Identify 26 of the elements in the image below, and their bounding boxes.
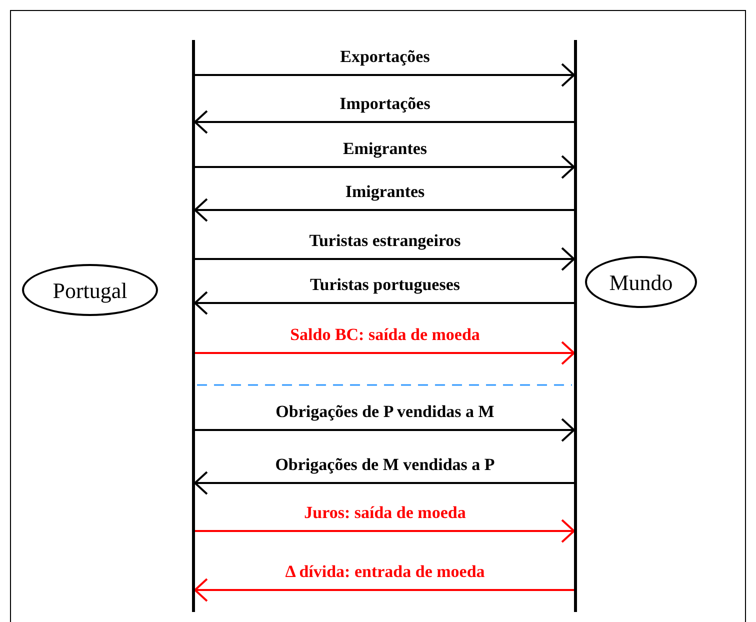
arrow <box>195 247 575 271</box>
arrow <box>194 578 574 602</box>
edge-label: Saldo BC: saída de moeda <box>290 324 480 346</box>
arrow <box>194 198 574 222</box>
edge-label: Emigrantes <box>342 138 428 160</box>
vertical-line <box>192 40 195 612</box>
edge-label: Obrigações de P vendidas a M <box>276 401 494 423</box>
arrow <box>195 63 575 87</box>
arrow <box>195 155 575 179</box>
edge-label: Exportações <box>340 46 430 68</box>
arrow <box>195 341 575 365</box>
arrow <box>195 519 575 543</box>
vertical-line <box>574 40 577 612</box>
edge-label: Importações <box>340 93 430 115</box>
arrow <box>194 471 574 495</box>
node-label: Portugal <box>52 276 128 305</box>
edge-label: Imigrantes <box>345 181 425 203</box>
node-label: Mundo <box>609 268 673 296</box>
edge-label: Obrigações de M vendidas a P <box>275 454 495 476</box>
arrow <box>195 418 575 442</box>
edge-label: Δ dívida: entrada de moeda <box>285 561 485 583</box>
edge-label: Turistas estrangeiros <box>309 230 461 252</box>
edge-label: Juros: saída de moeda <box>304 502 466 524</box>
arrow <box>194 291 574 315</box>
edge-label: Turistas portugueses <box>310 274 460 296</box>
arrow <box>194 110 574 134</box>
